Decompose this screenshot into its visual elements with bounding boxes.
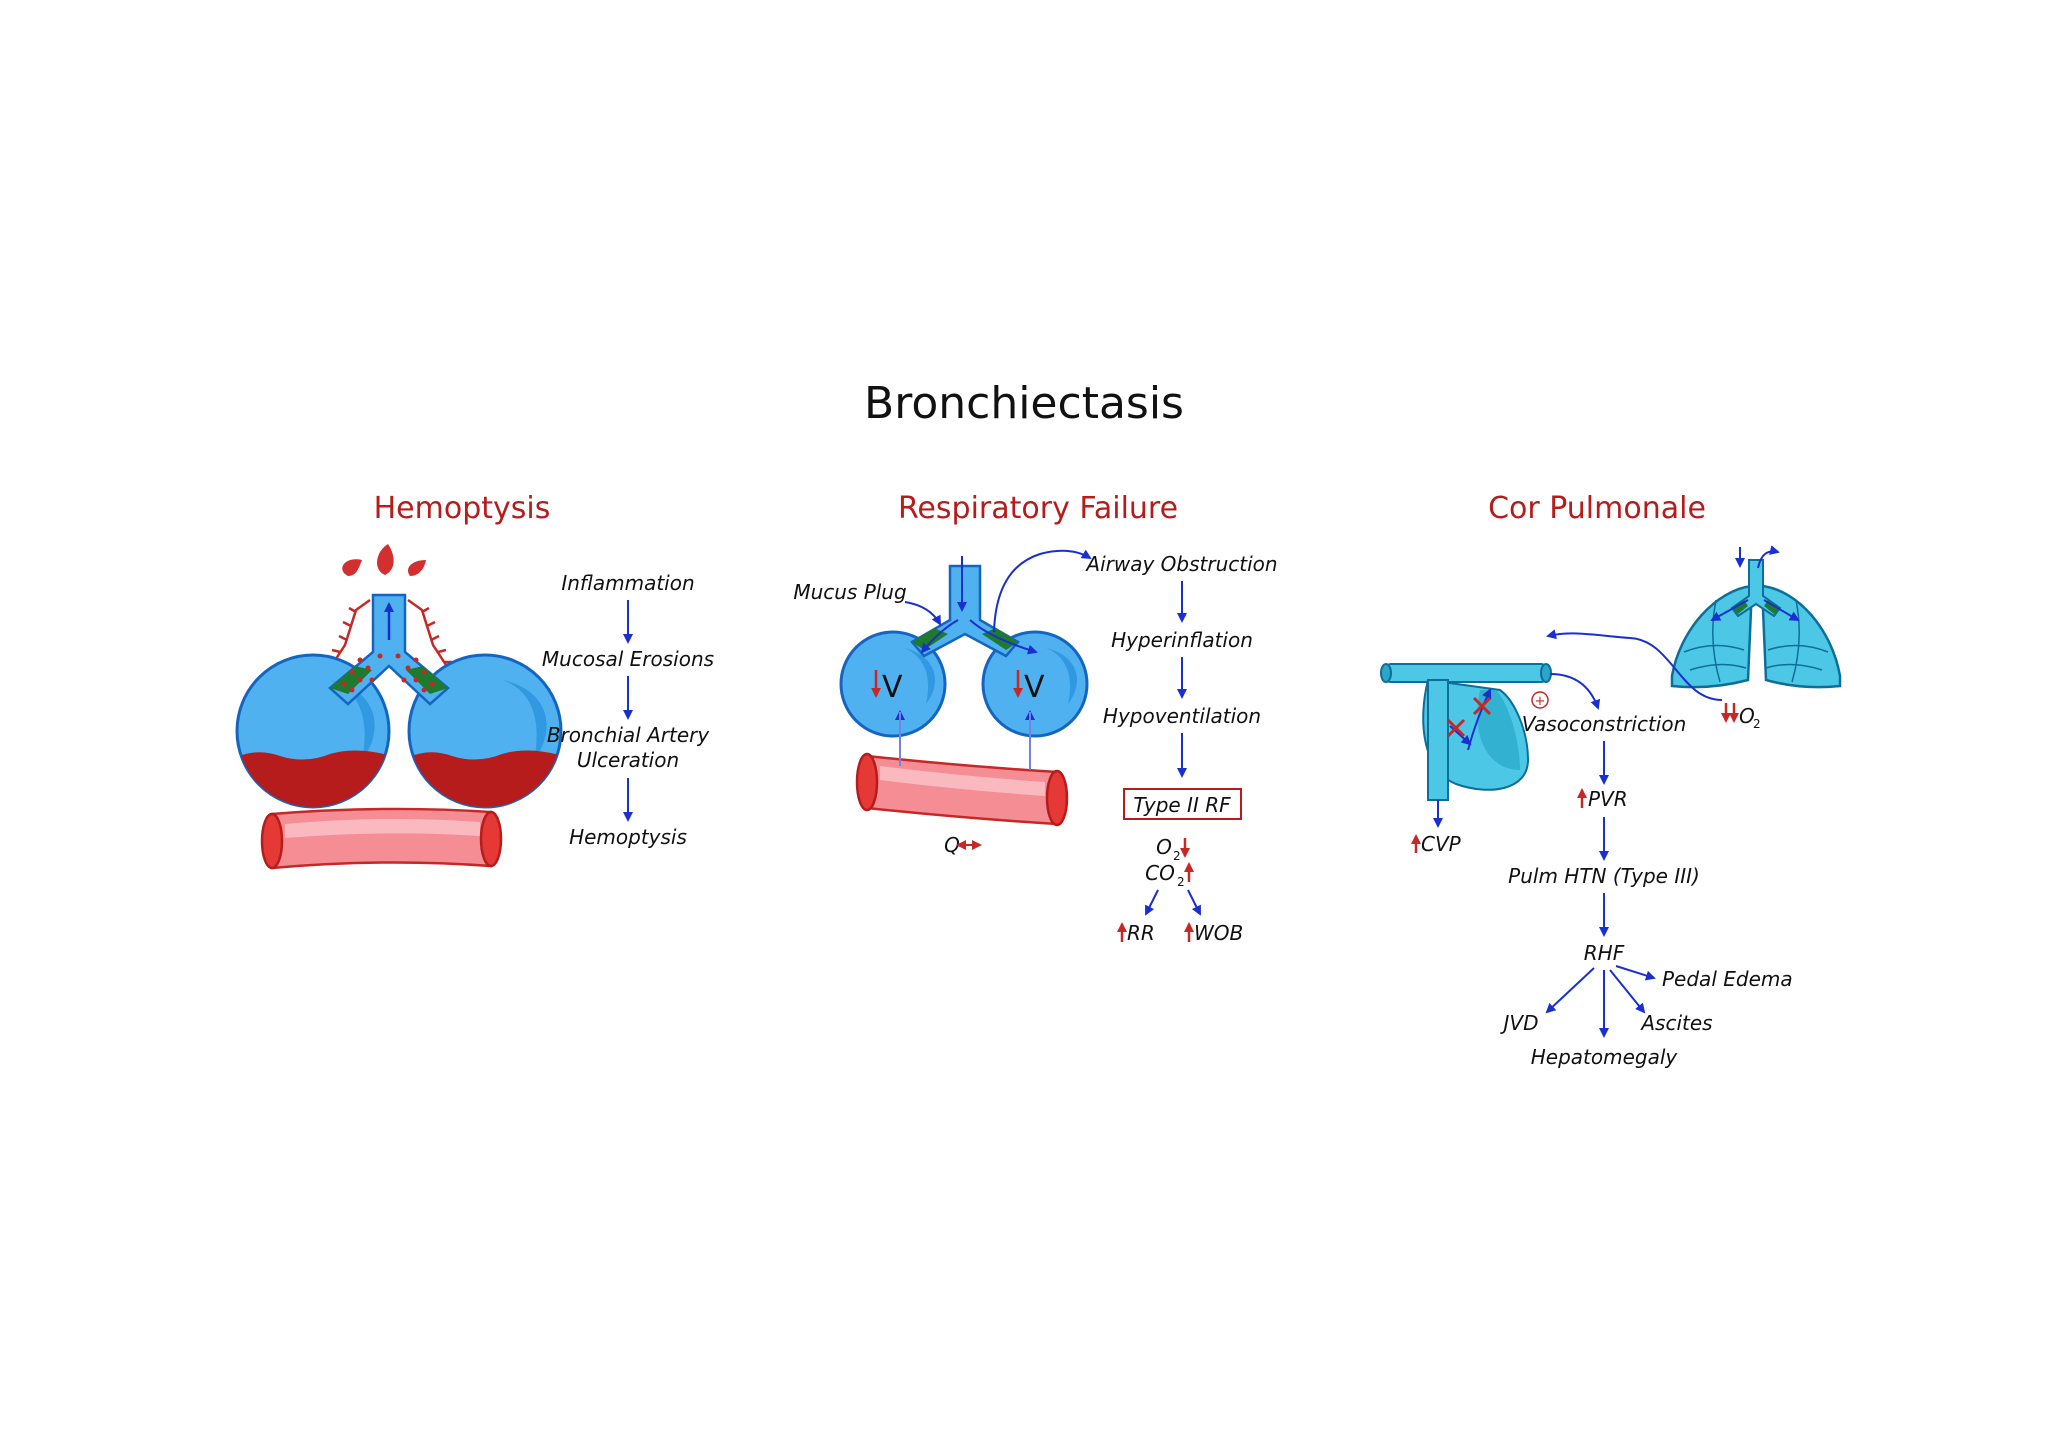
ascites-label: Ascites [1639, 1011, 1712, 1035]
step-ulceration: Ulceration [577, 748, 679, 772]
low-o2-label: O [1739, 704, 1755, 728]
step-hemoptysis: Hemoptysis [569, 825, 687, 849]
hepatomegaly-label: Hepatomegaly [1531, 1045, 1679, 1069]
plus-sign-label: + [1535, 694, 1546, 709]
rr-label: RR [1127, 921, 1155, 945]
heart-icon [1380, 663, 1552, 828]
hemoptysis-section: Hemoptysis [235, 491, 714, 870]
stimulate-sign [1531, 691, 1549, 709]
o2-subscript: 2 [1173, 849, 1181, 863]
cor-pulmonale-heading: Cor Pulmonale [1488, 491, 1706, 526]
pvr-label: PVR [1588, 787, 1628, 811]
rf-bronchus [910, 549, 1092, 658]
wob-label: WOB [1194, 921, 1243, 945]
rf-alveolus-left: V [839, 630, 947, 738]
perfusion-q-label: Q [944, 833, 960, 857]
page-title: Bronchiectasis [864, 378, 1184, 429]
jvd-label: JVD [1500, 1011, 1539, 1035]
hemoptysis-blood-vessel [260, 807, 503, 870]
o2-label: O [1156, 835, 1172, 859]
type-ii-rf-box [1123, 788, 1242, 820]
step-bronchial-artery: Bronchial Artery [547, 723, 711, 747]
cvp-label: CVP [1421, 832, 1462, 856]
blood-droplets [342, 544, 426, 576]
cor-pulmonale-section: Cor Pulmonale O 2 [1380, 491, 1842, 1069]
co2-label: CO [1145, 861, 1175, 885]
step-hyperinflation: Hyperinflation [1111, 628, 1253, 652]
cor-flowchart: Vasoconstriction PVR Pulm HTN (Type III)… [1500, 712, 1793, 1069]
hemoptysis-flowchart: Inflammation Mucosal Erosions Bronchial … [542, 571, 714, 849]
hemoptysis-alveolus-right [407, 653, 563, 809]
step-airway-obstruction: Airway Obstruction [1084, 552, 1277, 576]
bleeding-bronchial-vessels [326, 598, 452, 669]
rf-blood-vessel [855, 710, 1069, 827]
step-rhf: RHF [1584, 941, 1625, 965]
respiratory-failure-section: Respiratory Failure V V Mucus Plug [793, 491, 1277, 945]
rf-flowchart: Airway Obstruction Hyperinflation Hypove… [1084, 552, 1277, 945]
ventilation-symbol: V [882, 670, 903, 705]
step-pulm-htn: Pulm HTN (Type III) [1508, 864, 1700, 888]
hemoptysis-heading: Hemoptysis [374, 491, 551, 526]
step-mucosal-erosions: Mucosal Erosions [542, 647, 714, 671]
hemoptysis-bronchus [328, 593, 450, 706]
lungs-icon [1670, 545, 1842, 689]
type-ii-rf-label: Type II RF [1133, 793, 1231, 817]
respiratory-failure-heading: Respiratory Failure [898, 491, 1178, 526]
co2-subscript: 2 [1177, 875, 1185, 889]
low-o2-subscript: 2 [1753, 717, 1761, 731]
pedal-edema-label: Pedal Edema [1662, 967, 1793, 991]
step-hypoventilation: Hypoventilation [1103, 704, 1261, 728]
rf-alveolus-right: V [981, 630, 1089, 738]
step-vasoconstriction: Vasoconstriction [1522, 712, 1687, 736]
mucus-plug-label: Mucus Plug [793, 580, 906, 604]
ventilation-symbol: V [1024, 670, 1045, 705]
step-inflammation: Inflammation [561, 571, 694, 595]
